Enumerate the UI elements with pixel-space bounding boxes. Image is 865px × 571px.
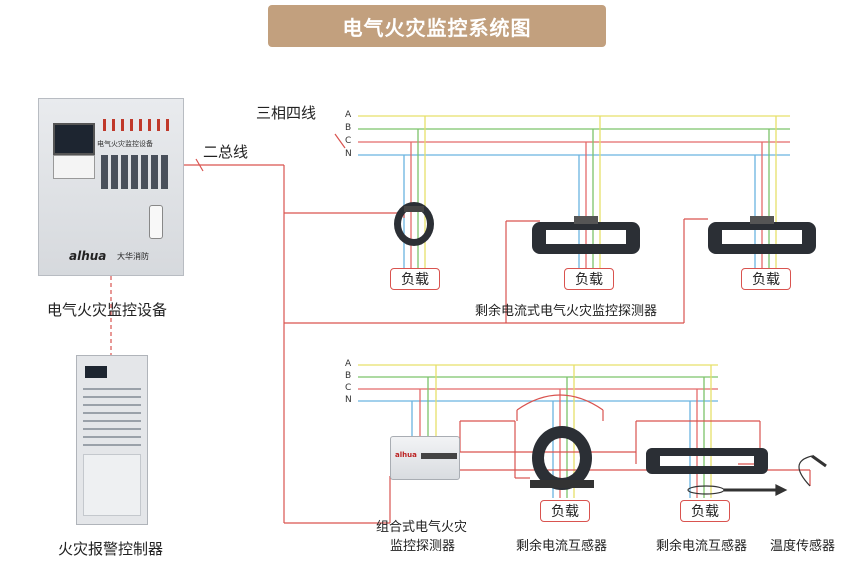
ct-3 [708,216,816,254]
phase-label-c-lower: C [345,383,352,393]
device-screen [53,123,95,155]
device-panel-title: 电气火灾监控设备 [97,140,153,148]
phase-label-n-lower: N [345,395,352,405]
rct-label-1: 剩余电流互感器 [516,539,608,554]
indicator-leds [103,119,173,131]
cabinet-lower-panel [83,454,141,516]
device-brand: alhua [69,249,107,263]
module-terminal-strip [421,453,457,459]
page-title: 电气火灾监控系统图 [268,5,606,47]
phase-label-c: C [345,136,352,146]
device-keypad [101,155,171,189]
residual-detector-label: 剩余电流式电气火灾监控探测器 [475,304,658,319]
monitoring-device-label: 电气火灾监控设备 [47,301,168,319]
device-printer [53,155,95,179]
load-box-4: 负载 [540,500,590,522]
load-box-5: 负载 [680,500,730,522]
cabinet-rows [83,386,141,446]
three-phase-label: 三相四线 [256,104,317,122]
ct-2 [532,216,640,254]
two-bus-label: 二总线 [203,143,249,161]
monitoring-device: 电气火灾监控设备 alhua 大华消防 [38,98,184,276]
phase-label-n: N [345,149,352,159]
module-brand: alhua [395,451,417,459]
temp-sensor-label: 温度传感器 [770,539,836,554]
device-brand-cn: 大华消防 [117,252,149,261]
phase-label-b: B [345,123,352,133]
load-box-3: 负载 [741,268,791,290]
temp-sensor-probe [687,454,827,496]
combined-detector-module: alhua [390,436,460,480]
phase-label-a: A [345,110,352,120]
load-box-2: 负载 [564,268,614,290]
rct-label-2: 剩余电流互感器 [656,539,748,554]
rct-rect [646,448,768,474]
combined-detector-label-2: 监控探测器 [390,539,456,554]
load-box-1: 负载 [390,268,440,290]
upper-phase-lines [358,115,790,268]
ct-1 [394,202,434,246]
fire-alarm-cabinet [76,355,148,525]
device-handle [149,205,163,239]
combined-detector-label-1: 组合式电气火灾 [376,520,468,535]
phase-label-b-lower: B [345,371,352,381]
phase-label-a-lower: A [345,359,352,369]
rct-round [530,426,594,490]
lower-phase-lines [358,364,718,498]
bus-lines [110,133,811,524]
fire-alarm-controller-label: 火灾报警控制器 [58,540,164,558]
cabinet-screen [85,366,107,378]
